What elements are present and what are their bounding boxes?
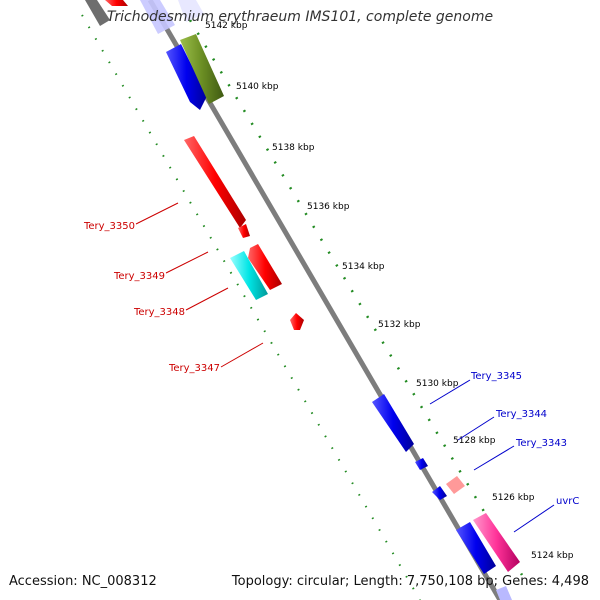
gene-blue-5141 bbox=[166, 44, 207, 110]
label-leader bbox=[220, 342, 264, 368]
tick-label: 5138 kbp bbox=[272, 143, 315, 153]
gene-label-uvrc[interactable]: uvrC bbox=[556, 496, 579, 507]
gene-label-tery-3343[interactable]: Tery_3343 bbox=[515, 438, 567, 449]
tick-label: 5136 kbp bbox=[307, 202, 350, 212]
map-title: Trichodesmium erythraeum IMS101, complet… bbox=[106, 9, 494, 25]
label-leader bbox=[513, 504, 555, 533]
gene-pale-blue-feature bbox=[140, 0, 175, 34]
label-leader bbox=[135, 202, 179, 225]
gene-tery-3343 bbox=[446, 476, 465, 494]
tick-label: 5140 kbp bbox=[236, 82, 279, 92]
label-leader bbox=[429, 379, 471, 405]
outer-tick-ring bbox=[188, 19, 524, 576]
gene-label-tery-3348[interactable]: Tery_3348 bbox=[133, 307, 185, 318]
gene-uvrc bbox=[473, 513, 520, 572]
gene-blue-small-5127 bbox=[432, 486, 447, 500]
gene-tery-3345 bbox=[372, 394, 414, 452]
gene-label-tery-3344[interactable]: Tery_3344 bbox=[495, 409, 547, 420]
gene-label-tery-3350[interactable]: Tery_3350 bbox=[83, 221, 135, 232]
tick-label: 5142 kbp bbox=[205, 21, 248, 31]
tick-label: 5132 kbp bbox=[378, 320, 421, 330]
accession-label: Accession: NC_008312 bbox=[9, 574, 157, 589]
gene-label-tery-3349[interactable]: Tery_3349 bbox=[113, 271, 165, 282]
gene-tery-3347 bbox=[290, 313, 304, 330]
gene-blue-bottom bbox=[496, 586, 512, 600]
label-leader bbox=[457, 416, 495, 441]
label-leader bbox=[185, 287, 229, 311]
genome-summary: Topology: circular; Length: 7,750,108 bp… bbox=[231, 574, 589, 589]
tick-label: 5126 kbp bbox=[492, 493, 535, 503]
label-leader bbox=[165, 251, 209, 274]
gene-tery-3350 bbox=[184, 136, 246, 228]
gene-blue-5125 bbox=[456, 522, 496, 574]
tick-label: 5130 kbp bbox=[416, 379, 459, 389]
tick-label: 5128 kbp bbox=[453, 436, 496, 446]
tick-label: 5134 kbp bbox=[342, 262, 385, 272]
gene-tery-3349 bbox=[248, 244, 282, 290]
gene-tery-3348 bbox=[230, 251, 268, 300]
label-leader bbox=[473, 445, 515, 471]
gene-red-top-feature bbox=[105, 0, 128, 6]
tick-label: 5124 kbp bbox=[531, 551, 574, 561]
gene-tery-3350-tip bbox=[238, 224, 250, 238]
gene-label-tery-3345[interactable]: Tery_3345 bbox=[470, 371, 522, 382]
gene-olive-5141 bbox=[180, 34, 224, 104]
inner-tick-ring bbox=[81, 14, 421, 600]
gene-tery-3344 bbox=[415, 458, 428, 470]
gene-label-tery-3347[interactable]: Tery_3347 bbox=[168, 363, 220, 374]
gene-grey-feature bbox=[85, 0, 110, 26]
gene-pale-blue-feature-2 bbox=[178, 0, 204, 22]
